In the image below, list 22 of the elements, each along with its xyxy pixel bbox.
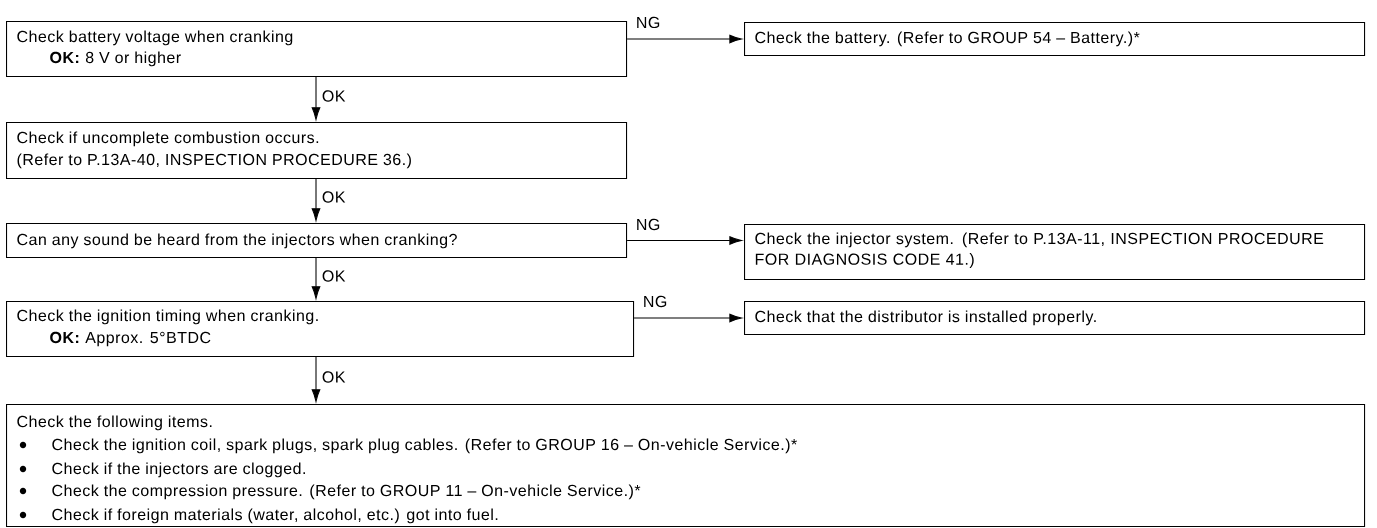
process-box: Check the battery. (Refer to GROUP 54 – Battery.)*: [744, 22, 1366, 57]
arrow: [311, 76, 321, 120]
edge-label: OK: [320, 89, 347, 103]
edge-label: NG: [641, 294, 669, 309]
edge-label: NG: [634, 15, 662, 30]
process-box: Check the following items. Check the ignition coil, spark plugs, spark plug cables. (Refer to GROUP 16 – On-vehicle Service.)* Check if the injectors are clogged. Check the compression pressure. (Refer to GROUP 11 – On-vehicle Service.)* Check if foreign materials (water, alcohol, etc.) got into fuel.: [6, 404, 1366, 528]
arrow: [311, 257, 321, 299]
process-box: Can any sound be heard from the injectors when cranking?: [6, 223, 628, 259]
process-box: Check that the distributor is installed properly.: [744, 301, 1366, 336]
edge-label: OK: [320, 190, 347, 204]
arrow: [626, 236, 742, 245]
process-box: Check the injector system. (Refer to P.13A-11, INSPECTION PROCEDURE FOR DIAGNOSIS CODE 41.): [744, 224, 1366, 281]
arrow: [626, 34, 742, 44]
arrow: [633, 313, 742, 323]
edge-label: OK: [320, 269, 347, 283]
arrow: [311, 356, 321, 402]
edge-label: NG: [634, 217, 662, 232]
process-box: Check battery voltage when cranking OK: 8 V or higher: [6, 21, 628, 78]
process-box: Check if uncomplete combustion occurs. (Refer to P.13A-40, INSPECTION PROCEDURE 36.): [6, 122, 628, 180]
edge-label: OK: [320, 370, 347, 384]
process-box: Check the ignition timing when cranking. OK: Approx. 5°BTDC: [6, 301, 635, 358]
arrow: [311, 178, 321, 221]
